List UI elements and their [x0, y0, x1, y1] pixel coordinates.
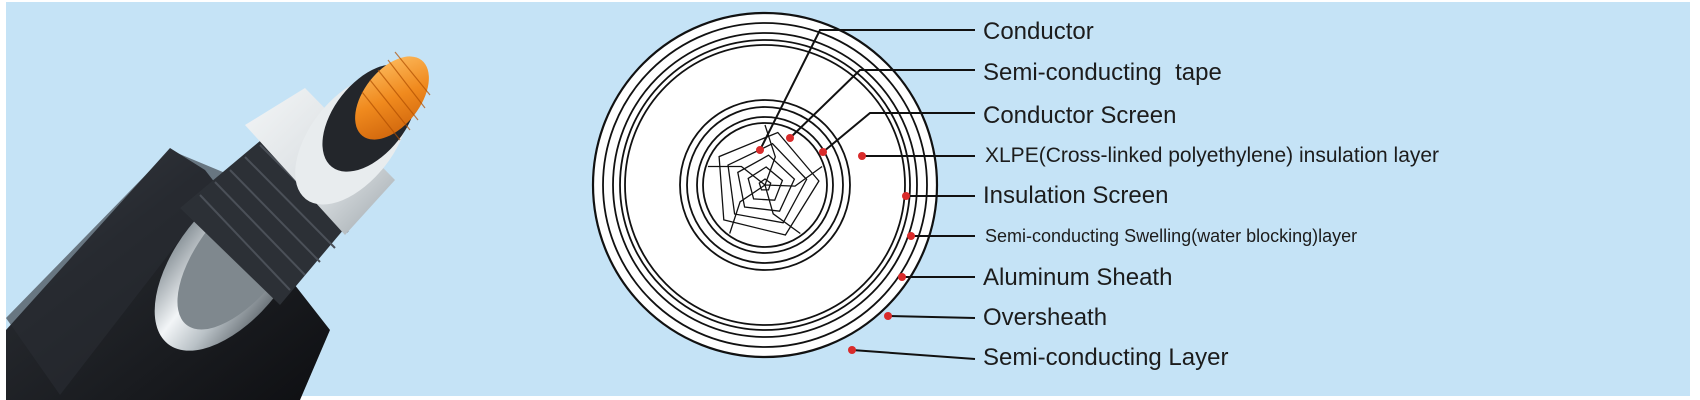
marker-dot-aluminum-sheath	[898, 273, 906, 281]
marker-dot-conductor-screen	[819, 148, 827, 156]
strand-ring	[747, 166, 784, 201]
label-aluminum-sheath: Aluminum Sheath	[983, 264, 1173, 291]
label-conductor-screen: Conductor Screen	[983, 102, 1177, 129]
strand-divider	[707, 165, 766, 186]
strand-ring	[718, 131, 820, 236]
label-semi-conducting-layer: Semi-conducting Layer	[983, 344, 1229, 371]
leader-line-semi-conducting-tape	[789, 69, 975, 139]
strand-divider	[764, 184, 801, 235]
marker-dot-semi-conducting-tape	[786, 134, 794, 142]
strand-ring	[737, 154, 796, 212]
marker-dot-xlpe-insulation	[858, 152, 866, 160]
marker-dot-swelling-layer	[907, 232, 915, 240]
label-conductor: Conductor	[983, 18, 1094, 45]
conductor-3d	[355, 51, 431, 141]
leader-line-conductor-screen	[822, 112, 975, 153]
leader-line-oversheath	[887, 315, 976, 319]
strand-ring	[758, 178, 772, 191]
strand-divider	[764, 124, 776, 186]
marker-dot-insulation-screen	[902, 192, 910, 200]
label-semi-conducting-tape: Semi-conducting tape	[983, 59, 1222, 86]
marker-dot-oversheath	[884, 312, 892, 320]
leader-lines	[756, 29, 976, 360]
strand-divider	[729, 184, 766, 234]
leader-line-semi-conducting-layer	[851, 349, 976, 360]
leader-line-conductor	[759, 29, 975, 151]
label-swelling-layer: Semi-conducting Swelling(water blocking)…	[985, 226, 1358, 246]
marker-dot-semi-conducting-layer	[848, 346, 856, 354]
strand-ring	[727, 142, 808, 224]
label-oversheath: Oversheath	[983, 304, 1108, 331]
marker-dot-conductor	[756, 146, 764, 154]
label-xlpe-insulation: XLPE(Cross-linked polyethylene) insulati…	[985, 144, 1440, 167]
label-insulation-screen: Insulation Screen	[983, 182, 1169, 209]
conductor-strands	[707, 124, 823, 236]
strand-divider	[764, 165, 823, 187]
